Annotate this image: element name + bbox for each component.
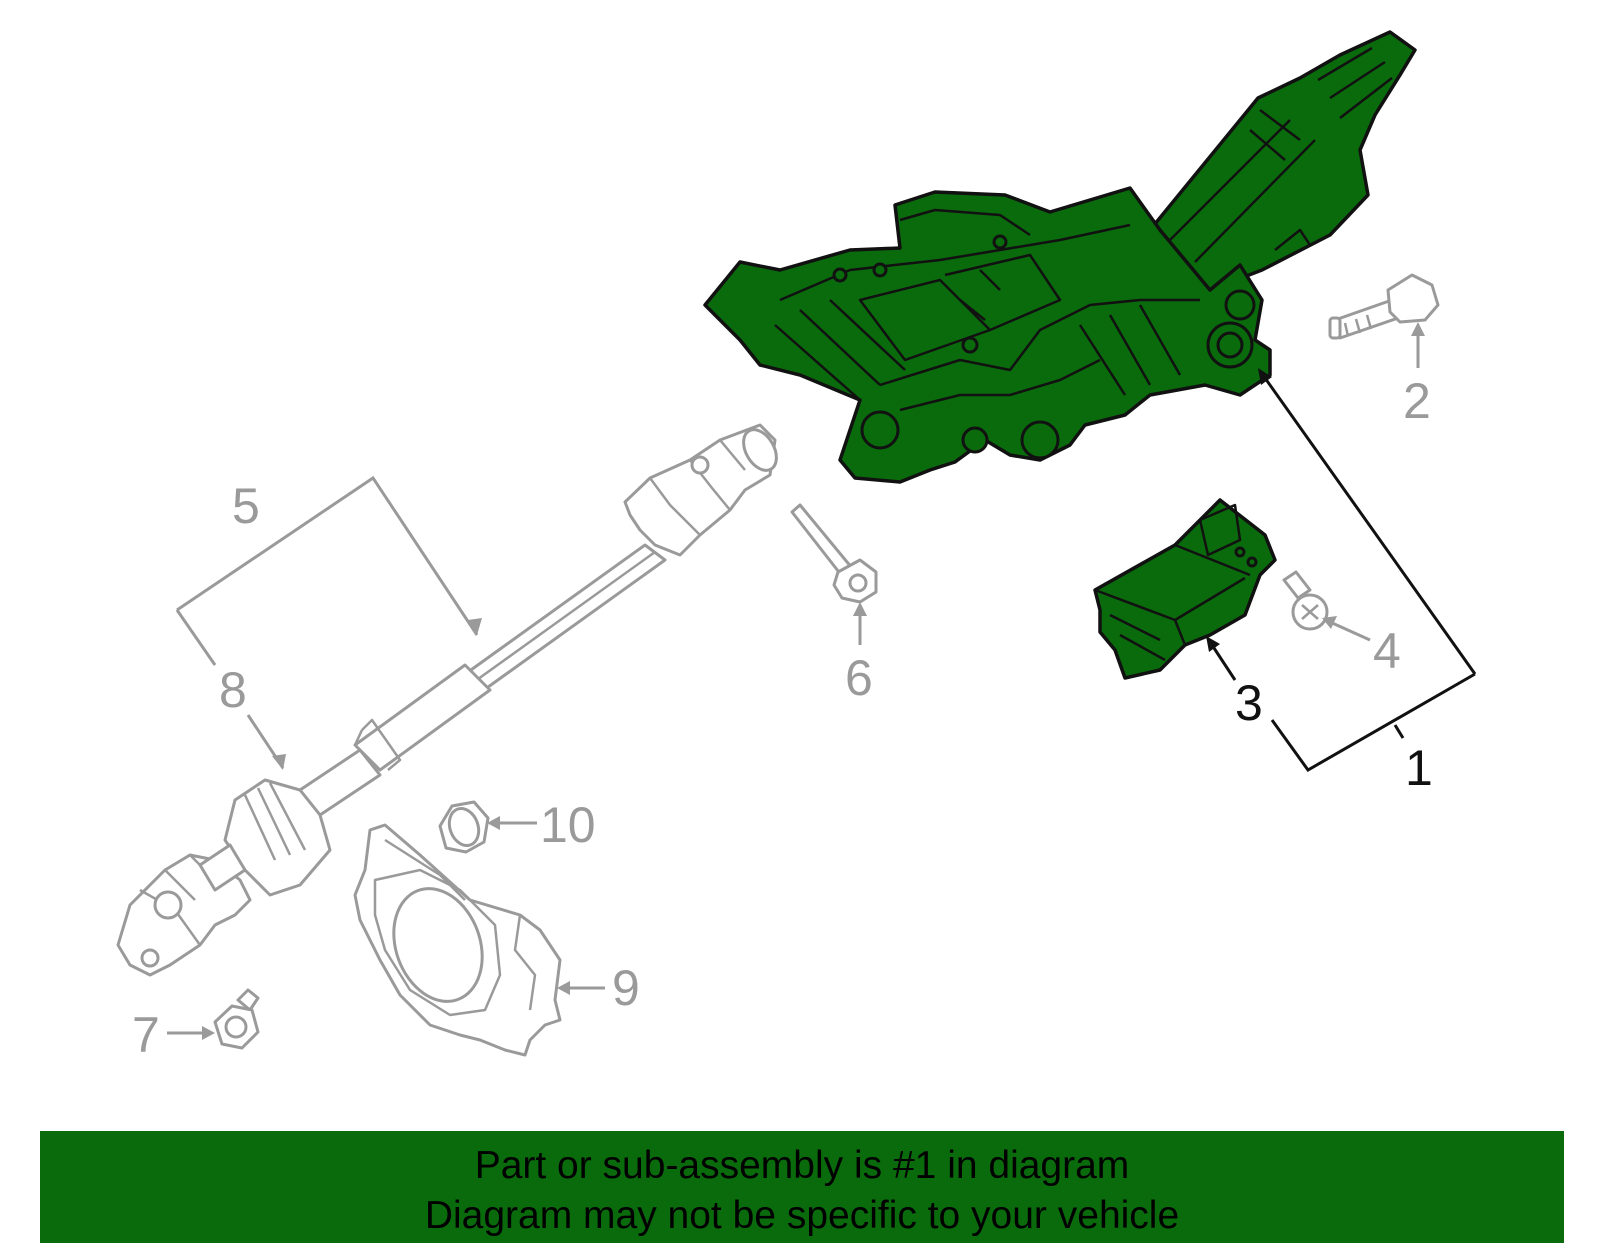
callout-labels: 1 2 3 4 5 6 7 8 9 10	[132, 373, 1433, 1063]
part-1-steering-column[interactable]	[703, 30, 1417, 484]
leader-lines-black	[1210, 377, 1477, 772]
callout-6: 6	[845, 650, 873, 706]
callout-3: 3	[1235, 675, 1263, 731]
banner-line-2: Diagram may not be specific to your vehi…	[424, 1194, 1180, 1237]
callout-7: 7	[132, 1007, 160, 1063]
part-7-bolt[interactable]	[213, 988, 260, 1050]
callout-10: 10	[540, 797, 596, 853]
callout-9: 9	[612, 960, 640, 1016]
part-9-cover[interactable]	[353, 823, 562, 1057]
part-3-module[interactable]	[1093, 498, 1277, 680]
part-2-bolt[interactable]	[1328, 273, 1440, 340]
part-4-screw[interactable]	[1282, 570, 1329, 631]
callout-8: 8	[219, 662, 247, 718]
callout-2: 2	[1403, 373, 1431, 429]
arrowheads	[202, 322, 1425, 1040]
part-10-nut[interactable]	[438, 800, 490, 854]
callout-4: 4	[1373, 623, 1401, 679]
part-5-intermediate-shaft[interactable]	[116, 423, 783, 977]
leader-lines	[167, 332, 1420, 1035]
banner-line-1: Part or sub-assembly is #1 in diagram	[474, 1144, 1130, 1187]
part-6-bolt[interactable]	[790, 503, 878, 604]
info-banner: Part or sub-assembly is #1 in diagram Di…	[40, 1131, 1564, 1243]
callout-5: 5	[232, 478, 260, 534]
callout-1: 1	[1405, 740, 1433, 796]
